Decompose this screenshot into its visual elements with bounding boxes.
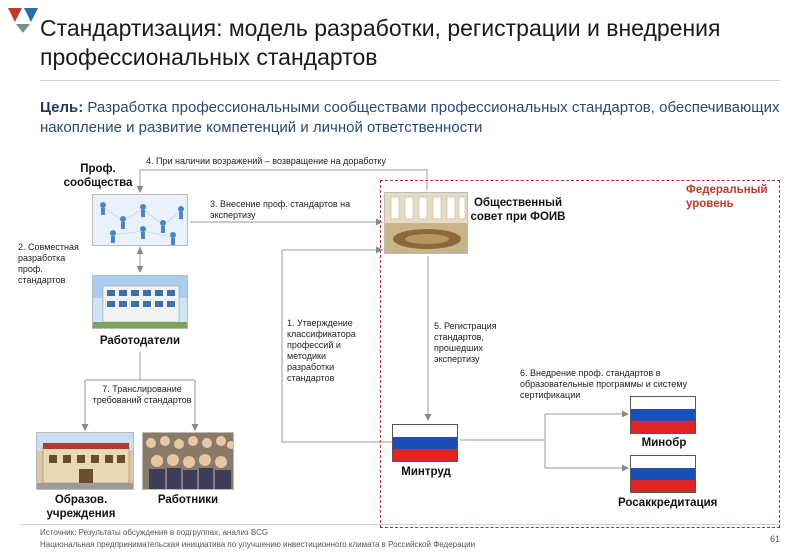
council-title: Общественный совет при ФОИВ xyxy=(470,197,566,223)
goal-body: Разработка профессиональными сообществам… xyxy=(40,99,780,136)
minobr-title: Минобр xyxy=(641,437,687,449)
step-6-label: 6. Внедрение проф. стандартов в образова… xyxy=(520,368,688,400)
crowd-icon xyxy=(146,436,233,489)
minobr-flag-icon xyxy=(630,396,696,434)
footer-org: Национальная предпринимательская инициат… xyxy=(40,540,476,549)
network-people-icon xyxy=(100,202,184,245)
school-building-icon xyxy=(37,433,133,489)
workers-title: Работники xyxy=(157,494,219,506)
footer-divider xyxy=(20,524,780,525)
mintrud-title: Минтруд xyxy=(401,466,451,478)
step-4-label: 4. При наличии возражений – возвращение … xyxy=(146,156,386,166)
prof-communities-title: Проф. сообщества xyxy=(63,163,133,189)
rosakkr-flag-icon xyxy=(630,455,696,493)
employers-title: Работодатели xyxy=(99,335,181,347)
logo-icon xyxy=(8,8,38,33)
rosakkr-title: Росаккредитация xyxy=(618,497,718,509)
title-divider xyxy=(40,80,780,81)
federal-level-label: Федеральный уровень xyxy=(686,184,768,210)
step-7-label: 7. Транслирование требований стандартов xyxy=(92,384,192,405)
step-1-label: 1. Утверждение классификатора профессий … xyxy=(287,318,356,383)
page-title: Стандартизация: модель разработки, регис… xyxy=(40,15,721,70)
edu-title: Образов. учреждения xyxy=(46,494,116,520)
step-2-label: 2. Совместная разработка проф. стандарто… xyxy=(18,242,79,285)
federal-level-box xyxy=(380,180,780,528)
goal-label: Цель: xyxy=(40,99,84,116)
footer-source: Источник: Результаты обсуждения в подгру… xyxy=(40,528,269,537)
workers-image xyxy=(142,432,234,490)
employers-image xyxy=(92,275,188,329)
step-5-label: 5. Регистрация стандартов, прошедших экс… xyxy=(434,321,497,364)
step-3-label: 3. Внесение проф. стандартов на эксперти… xyxy=(210,199,351,220)
office-building-icon xyxy=(93,276,187,328)
goal-text: Цель: Разработка профессиональными сообщ… xyxy=(40,98,780,138)
council-image xyxy=(384,192,468,254)
prof-communities-image xyxy=(92,194,188,246)
edu-image xyxy=(36,432,134,490)
council-hall-icon xyxy=(385,193,467,249)
mintrud-flag-icon xyxy=(392,424,458,462)
page-number: 61 xyxy=(769,534,780,544)
